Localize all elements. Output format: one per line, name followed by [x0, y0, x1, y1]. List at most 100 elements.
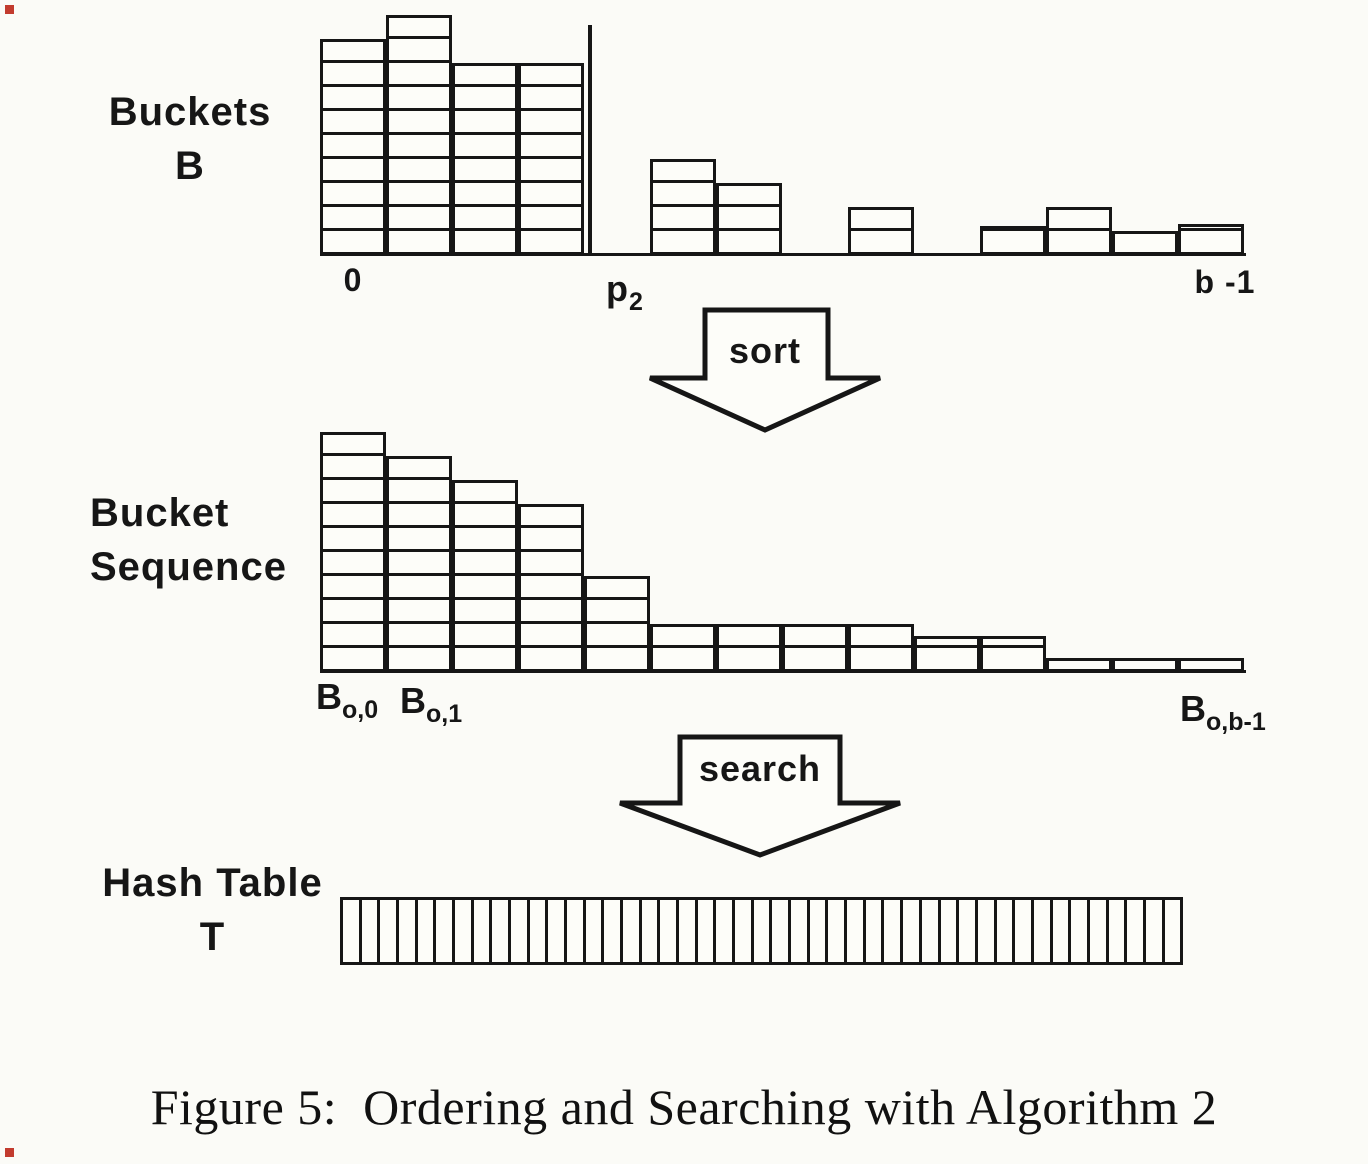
- bucket-bar: [386, 456, 452, 672]
- hash-table-cell: [492, 900, 512, 962]
- hash-table-cell: [1165, 900, 1181, 962]
- hash-table-cell: [380, 900, 400, 962]
- hash-table-cell: [903, 900, 922, 962]
- axis-label-zero: 0: [343, 262, 363, 298]
- bucket-bar: [320, 432, 386, 672]
- bucket-bar: [980, 636, 1046, 672]
- hash-table-cell: [772, 900, 792, 962]
- hash-table-cell: [399, 900, 418, 962]
- hash-table-cell: [530, 900, 549, 962]
- sequence-label-last: Bo,b-1: [1180, 688, 1266, 737]
- bucket-bar: [518, 504, 584, 672]
- hash-table-cell: [642, 900, 661, 962]
- bucket-bar: [518, 63, 584, 255]
- seq-label-2-subscript: o,b-1: [1206, 708, 1266, 736]
- hash-table-cell: [455, 900, 474, 962]
- bucket-bar: [1178, 224, 1244, 255]
- seq-label-1-subscript: o,1: [426, 700, 463, 728]
- buckets-baseline: [320, 253, 1246, 256]
- hash-table-cell: [1127, 900, 1146, 962]
- bucket-bar: [584, 576, 650, 672]
- bucket-bar: [650, 159, 716, 255]
- axis-p2-base: p: [606, 268, 630, 309]
- hash-table-cell: [791, 900, 810, 962]
- search-arrow: [619, 734, 901, 858]
- sequence-label-line1: Bucket: [90, 491, 230, 535]
- hash-table-cell: [511, 900, 530, 962]
- sequence-bar-chart: [320, 432, 1246, 672]
- bucket-bar: [914, 636, 980, 672]
- hash-table-cell: [548, 900, 568, 962]
- hash-table-cell: [884, 900, 904, 962]
- sequence-label: Bucket Sequence: [90, 486, 320, 594]
- hash-table-cell: [679, 900, 698, 962]
- hash-table-cell: [1146, 900, 1165, 962]
- hash-table-cell: [1090, 900, 1109, 962]
- sequence-label-line2: Sequence: [90, 545, 287, 589]
- buckets-label-line1: Buckets: [108, 90, 272, 134]
- bucket-bar: [716, 624, 782, 672]
- hash-table-cell: [941, 900, 960, 962]
- seq-label-0-subscript: o,0: [342, 696, 379, 724]
- hash-table-cell: [623, 900, 642, 962]
- hash-table-cell: [1034, 900, 1053, 962]
- seq-label-2-base: B: [1180, 688, 1206, 729]
- hash-table-cell: [716, 900, 736, 962]
- hash-table-cell: [922, 900, 941, 962]
- buckets-label-line2: B: [175, 144, 205, 188]
- buckets-bar-chart: [320, 15, 1246, 255]
- seq-label-0-base: B: [316, 676, 342, 717]
- hash-table-cell: [418, 900, 437, 962]
- hash-table-cell: [362, 900, 381, 962]
- hash-table-cell: [343, 900, 362, 962]
- hash-table-cell: [735, 900, 754, 962]
- hash-table-cell: [698, 900, 717, 962]
- hash-table-cell: [847, 900, 866, 962]
- sort-arrow-label: sort: [728, 330, 801, 371]
- hash-table-cell: [866, 900, 885, 962]
- sequence-label-second: Bo,1: [400, 680, 462, 729]
- bucket-bar: [848, 207, 914, 255]
- hash-table-label-line1: Hash Table: [102, 861, 323, 905]
- bucket-bar: [452, 480, 518, 672]
- bucket-bar: [386, 15, 452, 255]
- hash-table-cell: [1053, 900, 1072, 962]
- hash-table-cell: [436, 900, 456, 962]
- sort-arrow: [648, 307, 882, 433]
- hash-table-cell: [567, 900, 586, 962]
- hash-table-cell: [997, 900, 1016, 962]
- hash-table-cell: [754, 900, 773, 962]
- scan-artifact-bottom-left: [5, 1148, 14, 1157]
- hash-table-cell: [586, 900, 605, 962]
- figure-caption: Figure 5: Ordering and Searching with Al…: [150, 1079, 1218, 1135]
- hash-table-bar: [340, 897, 1183, 965]
- scan-artifact-top-left: [5, 5, 14, 14]
- hash-table-cell: [810, 900, 829, 962]
- hash-table-cell: [828, 900, 848, 962]
- bucket-bar: [980, 226, 1046, 255]
- sequence-label-first: Bo,0: [316, 676, 378, 725]
- bucket-bar: [716, 183, 782, 255]
- axis-label-p2: p2: [580, 268, 670, 317]
- hash-table-cell: [978, 900, 997, 962]
- bucket-bar: [1046, 207, 1112, 255]
- buckets-label: Buckets B: [95, 85, 285, 193]
- bucket-bar: [848, 624, 914, 672]
- bucket-bar: [650, 624, 716, 672]
- axis-p2-subscript: 2: [629, 288, 644, 316]
- hash-table-cell: [959, 900, 978, 962]
- hash-table-cell: [1071, 900, 1090, 962]
- hash-table-cell: [604, 900, 624, 962]
- bucket-bar: [452, 63, 518, 255]
- search-arrow-label: search: [698, 748, 822, 789]
- bucket-bar: [782, 624, 848, 672]
- hash-table-cell: [660, 900, 680, 962]
- hash-table-cell: [1015, 900, 1034, 962]
- hash-table-cell: [1109, 900, 1128, 962]
- hash-table-label-line2: T: [199, 915, 226, 959]
- axis-label-b-minus-1: b -1: [1194, 264, 1256, 300]
- seq-label-1-base: B: [400, 680, 426, 721]
- p2-partition-line: [588, 25, 592, 255]
- hash-table-label: Hash Table T: [85, 856, 340, 964]
